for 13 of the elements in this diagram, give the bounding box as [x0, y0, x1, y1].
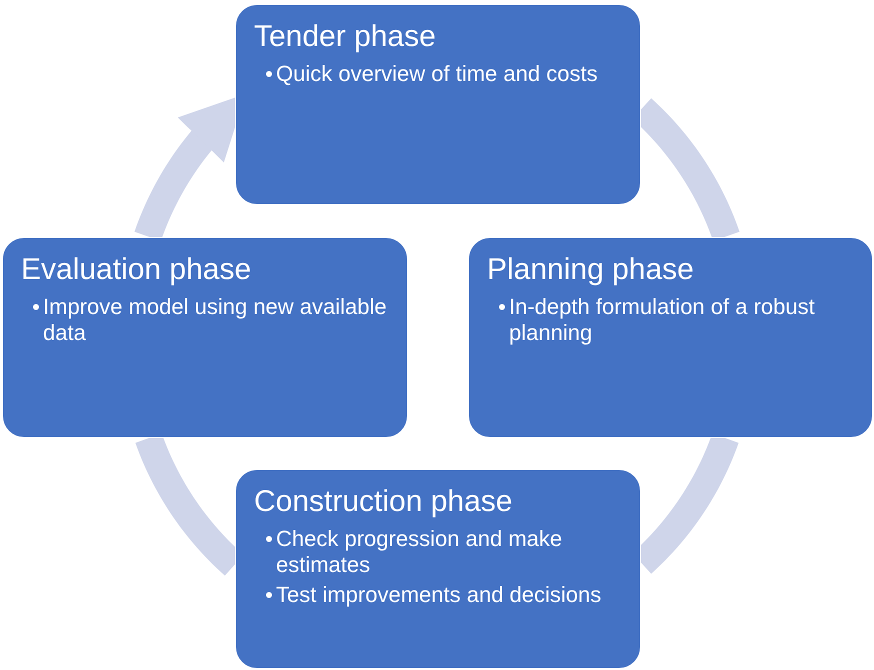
bullet-text: Improve model using new available data: [43, 294, 388, 346]
phase-box: [235, 469, 641, 669]
phase-box: [468, 237, 873, 438]
bullet-text: Quick overview of time and costs: [276, 61, 598, 87]
phase-box: [235, 4, 641, 205]
phase-title: Tender phase: [254, 19, 436, 55]
bullet-text: Check progression and make estimates: [276, 526, 564, 578]
bullet-text: Test improvements and decisions: [276, 582, 602, 608]
phase-title: Evaluation phase: [21, 252, 252, 288]
bullet-text: In-depth formulation of a robust planning: [509, 294, 816, 346]
phase-title: Planning phase: [487, 252, 694, 288]
phase-box: [2, 237, 408, 438]
phase-title: Construction phase: [254, 484, 512, 520]
